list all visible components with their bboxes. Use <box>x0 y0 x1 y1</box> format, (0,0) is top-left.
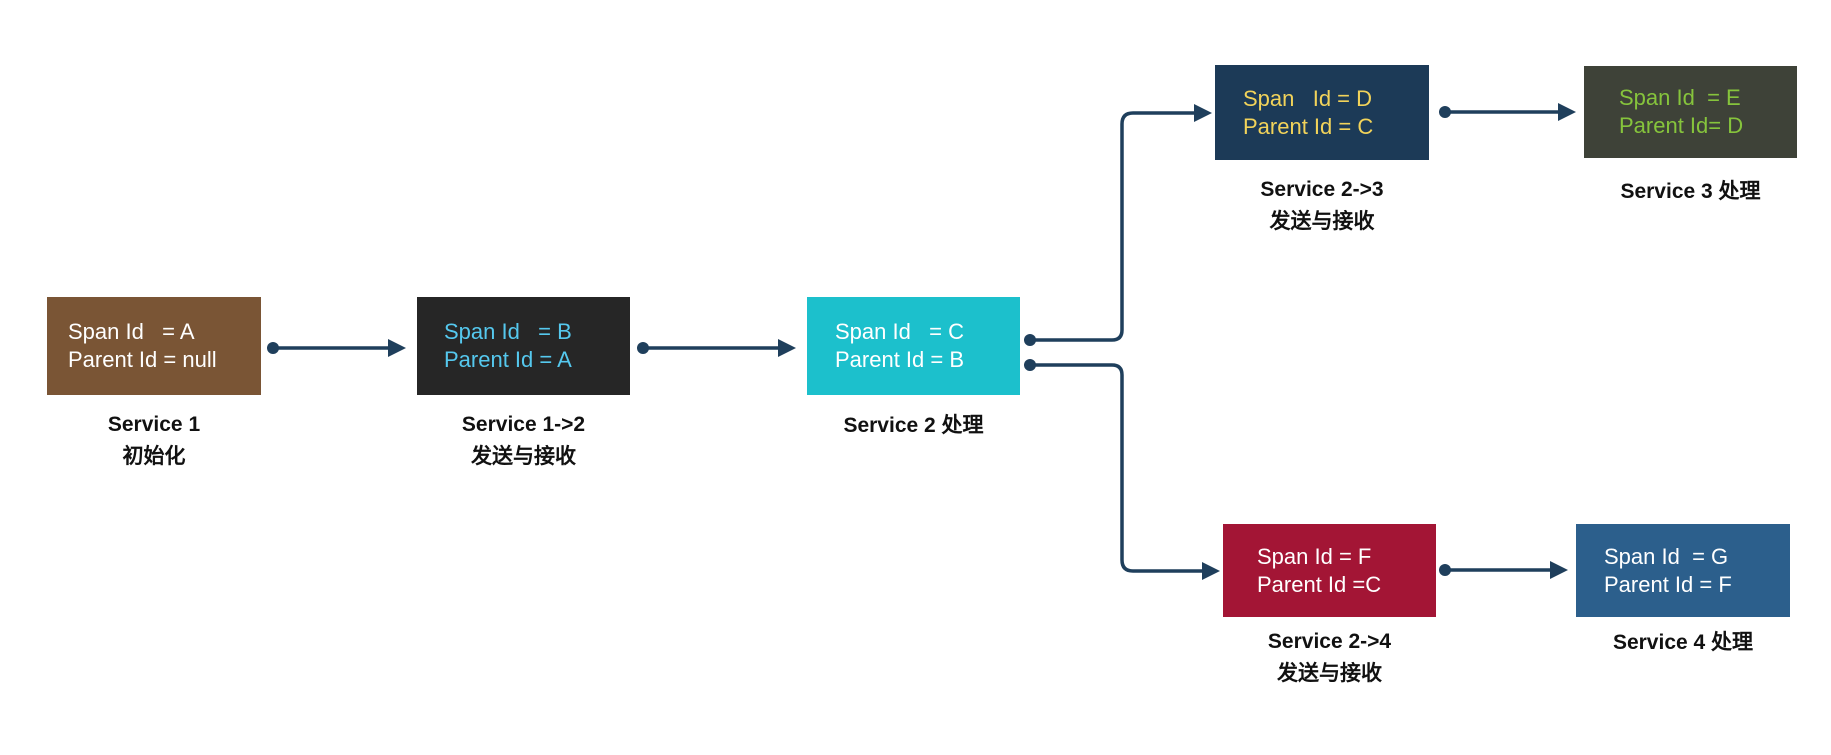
caption-service: Service 2 处理 <box>843 414 984 437</box>
connector-c-f <box>1028 363 1204 573</box>
span-node-c: Span Id = C Parent Id = B <box>807 297 1020 395</box>
caption-node-b: Service 1->2 发送与接收 <box>417 409 630 473</box>
span-id-line: Span Id = G <box>1604 543 1729 569</box>
connector-c-d-arrowhead <box>1194 104 1212 122</box>
caption-node-a: Service 1 初始化 <box>47 409 261 473</box>
caption-service: Service 1 <box>107 413 201 436</box>
connector-c-d <box>1028 111 1196 342</box>
connector-c-f-start-dot <box>1024 359 1036 371</box>
parent-id-line: Parent Id =C <box>1257 571 1382 597</box>
caption-service: Service 2->3 <box>1260 178 1384 201</box>
span-id-line: Span Id = F <box>1257 543 1372 569</box>
parent-id-line: Parent Id = null <box>68 347 217 372</box>
caption-action: 发送与接收 <box>1277 662 1382 685</box>
connector-b-c-start-dot <box>637 342 649 354</box>
parent-id-line: Parent Id = B <box>835 347 965 372</box>
connector-a-b-arrowhead <box>388 339 406 357</box>
connector-c-f-arrowhead <box>1202 562 1220 580</box>
span-id-line: Span Id = A <box>68 319 195 344</box>
span-id-line: Span Id = D <box>1243 85 1373 111</box>
span-id-line: Span Id = C <box>835 319 965 344</box>
caption-action: 初始化 <box>122 445 186 468</box>
span-node-a: Span Id = A Parent Id = null <box>47 297 261 395</box>
caption-service: Service 3 处理 <box>1620 180 1761 203</box>
parent-id-line: Parent Id= D <box>1619 113 1744 138</box>
span-id-line: Span Id = E <box>1619 85 1741 110</box>
connector-d-e-arrowhead <box>1558 103 1576 121</box>
span-node-d: Span Id = D Parent Id = C <box>1215 65 1429 160</box>
caption-node-e: Service 3 处理 <box>1584 176 1797 208</box>
connector-c-d-start-dot <box>1024 334 1036 346</box>
connector-b-c-arrowhead <box>778 339 796 357</box>
caption-node-g: Service 4 处理 <box>1576 627 1790 659</box>
connector-a-b-start-dot <box>267 342 279 354</box>
caption-node-c: Service 2 处理 <box>797 410 1030 442</box>
caption-node-d: Service 2->3 发送与接收 <box>1215 174 1429 238</box>
caption-action: 发送与接收 <box>471 445 576 468</box>
caption-node-f: Service 2->4 发送与接收 <box>1223 626 1436 690</box>
caption-service: Service 2->4 <box>1267 630 1392 653</box>
parent-id-line: Parent Id = F <box>1604 571 1732 597</box>
connector-f-g-start-dot <box>1439 564 1451 576</box>
caption-action: 发送与接收 <box>1269 210 1375 233</box>
span-node-e: Span Id = E Parent Id= D <box>1584 66 1797 158</box>
parent-id-line: Parent Id = C <box>1243 113 1374 139</box>
span-node-b: Span Id = B Parent Id = A <box>417 297 630 395</box>
parent-id-line: Parent Id = A <box>444 347 572 372</box>
span-node-g: Span Id = G Parent Id = F <box>1576 524 1790 617</box>
connector-d-e-start-dot <box>1439 106 1451 118</box>
caption-service: Service 1->2 <box>461 413 586 436</box>
span-id-line: Span Id = B <box>444 319 572 344</box>
span-node-f: Span Id = F Parent Id =C <box>1223 524 1436 617</box>
caption-service: Service 4 处理 <box>1612 631 1754 654</box>
connector-f-g-arrowhead <box>1550 561 1568 579</box>
